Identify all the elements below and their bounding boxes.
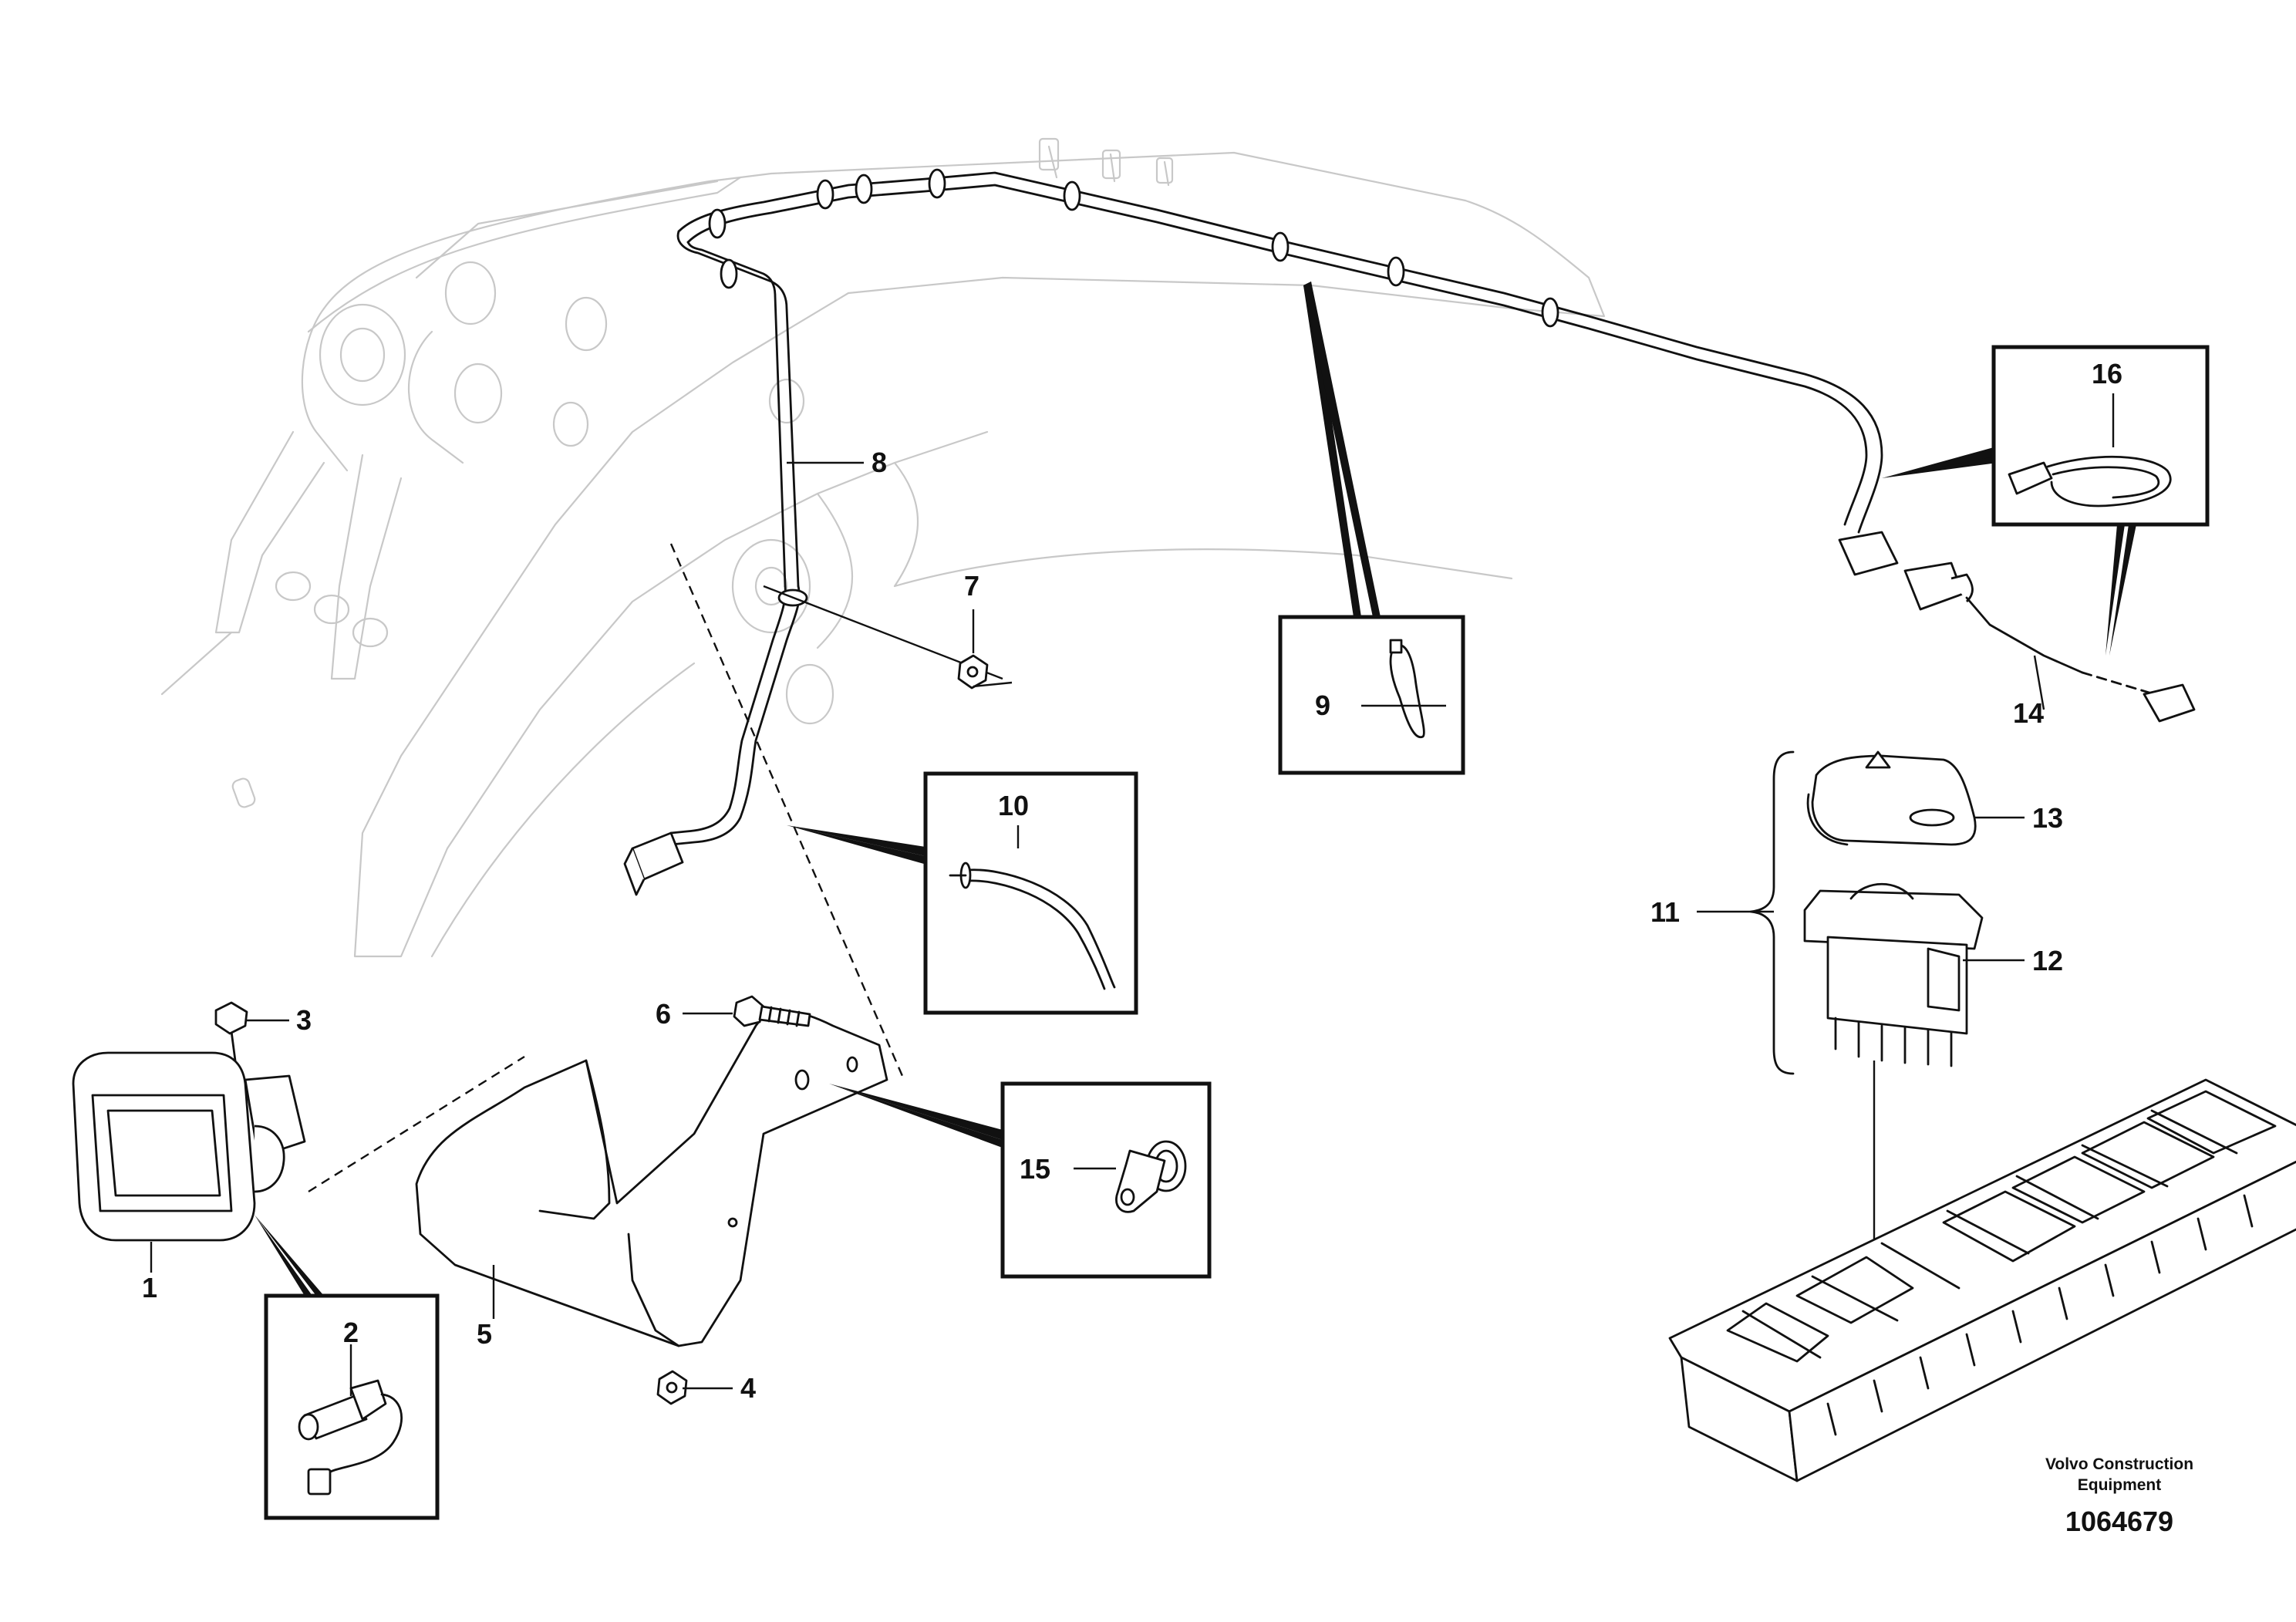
callout-3: 3 — [296, 1004, 312, 1036]
callout-9: 9 — [1315, 690, 1330, 721]
detail-box-9 — [1278, 615, 1465, 775]
footer: Volvo Construction Equipment 1064679 — [2045, 1455, 2193, 1537]
switch-panel — [1668, 1078, 2296, 1482]
harness-connector-left — [623, 831, 684, 896]
callout-labels: 1 2 3 4 5 6 7 8 9 10 11 12 13 14 15 16 — [142, 358, 2122, 1404]
callout-14: 14 — [2013, 697, 2044, 729]
leader-lines — [150, 393, 2115, 1396]
nut-4 — [656, 1370, 688, 1405]
callout-6: 6 — [656, 998, 671, 1030]
grommet-15 — [1115, 1140, 1187, 1213]
fir-tree-clip-10 — [949, 862, 1116, 990]
cable-14 — [1965, 596, 2196, 723]
callout-1: 1 — [142, 1272, 157, 1303]
callout-11: 11 — [1650, 896, 1680, 928]
bolt-3 — [214, 1001, 248, 1035]
nut-7 — [957, 654, 989, 690]
credit-line-1: Volvo Construction — [2045, 1455, 2193, 1473]
bolt-6 — [733, 995, 811, 1027]
bulb-2 — [298, 1379, 403, 1496]
credit-line-2: Equipment — [2078, 1476, 2162, 1494]
callout-15: 15 — [1020, 1153, 1050, 1185]
detail-box-16 — [1991, 345, 2210, 527]
switch-assembly — [1749, 750, 1984, 1265]
boom-outline — [160, 137, 1606, 958]
harness-connector-right — [1838, 531, 1974, 611]
callout-12: 12 — [2032, 945, 2063, 976]
document-number: 1064679 — [2065, 1506, 2173, 1537]
callout-2: 2 — [343, 1317, 359, 1348]
callout-13: 13 — [2032, 802, 2063, 834]
callout-16: 16 — [2092, 358, 2122, 389]
callout-7: 7 — [964, 570, 979, 602]
callout-5: 5 — [477, 1318, 492, 1350]
callout-10: 10 — [998, 790, 1029, 821]
detail-box-10 — [923, 771, 1138, 1015]
callout-8: 8 — [872, 447, 887, 478]
work-light — [72, 1011, 306, 1242]
cable-tie-9 — [1389, 639, 1425, 739]
callout-4: 4 — [740, 1372, 756, 1404]
harness-clips — [708, 168, 1559, 607]
bracket — [415, 1010, 888, 1347]
cable-tie-16 — [2008, 455, 2172, 508]
